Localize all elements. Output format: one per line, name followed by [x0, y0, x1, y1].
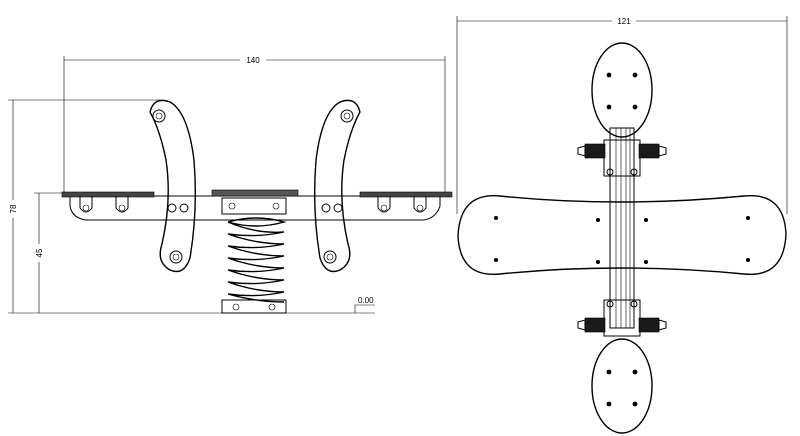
side-view: 140 78 45 0.00	[8, 56, 453, 314]
right-seat-pad	[359, 191, 453, 198]
top-seat-lower	[591, 338, 653, 434]
dimension-45: 45	[34, 192, 64, 313]
top-seat-upper	[591, 42, 653, 138]
top-beam	[609, 127, 635, 329]
dimension-121-label: 121	[617, 17, 631, 26]
ground-level-label: 0.00	[358, 296, 374, 305]
left-foot-brackets	[79, 196, 129, 213]
upper-handle-grips	[577, 139, 667, 177]
seesaw-beam	[69, 195, 441, 221]
right-handle	[313, 99, 361, 273]
right-foot-brackets	[377, 196, 427, 213]
dimension-78: 78	[8, 99, 160, 313]
left-handle	[149, 99, 197, 273]
dimension-140-label: 140	[246, 56, 260, 65]
top-board	[457, 194, 787, 276]
dimension-140: 140	[63, 56, 446, 194]
top-view: 121	[456, 16, 788, 434]
center-plate	[211, 189, 299, 197]
dimension-121: 121	[456, 16, 788, 214]
dimension-78-label: 78	[9, 204, 18, 213]
spring-assembly	[221, 197, 287, 314]
ground-level-marker: 0.00	[354, 296, 375, 313]
lower-handle-grips	[577, 299, 667, 337]
left-seat-pad	[61, 191, 155, 198]
dimension-45-label: 45	[35, 248, 44, 257]
